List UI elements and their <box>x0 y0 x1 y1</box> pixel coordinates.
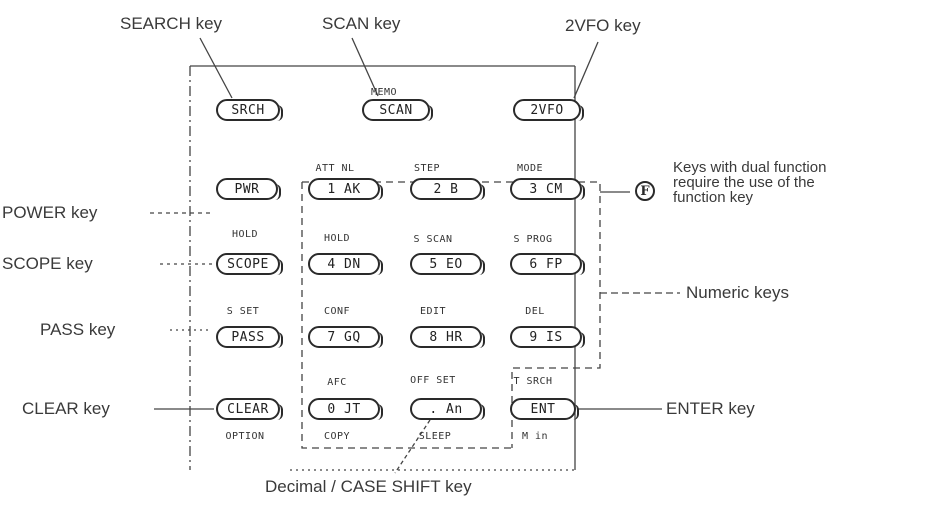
off-set-label: OFF SET <box>410 375 456 386</box>
conf-label: CONF <box>323 306 351 317</box>
afc-label: AFC <box>327 377 347 388</box>
decimal-key[interactable]: . An <box>410 398 485 420</box>
m-in-label: M in <box>521 431 549 442</box>
decimal-key-callout: Decimal / CASE SHIFT key <box>265 477 472 496</box>
s-scan-label: S SCAN <box>413 234 453 245</box>
function-key-icon: F <box>635 181 655 201</box>
step-label: STEP <box>413 163 441 174</box>
search-key-callout: SEARCH key <box>120 14 223 33</box>
num-5-key[interactable]: 5 EO <box>410 253 485 275</box>
num-6-key[interactable]: 6 FP <box>510 253 585 275</box>
note-line-1: Keys with dual function <box>673 159 827 176</box>
scan-key-callout: SCAN key <box>322 14 401 33</box>
att-nl-label: ATT NL <box>315 163 355 174</box>
pass-key[interactable]: PASS <box>216 326 283 348</box>
2vfo-key[interactable]: 2VFO <box>513 99 584 121</box>
pass-key-callout: PASS key <box>40 320 116 339</box>
scope-key[interactable]: SCOPE <box>216 253 283 275</box>
scope-key-callout: SCOPE key <box>2 254 93 273</box>
s-prog-label: S PROG <box>513 234 553 245</box>
clear-key-callout: CLEAR key <box>22 399 110 418</box>
note-line-3: function key <box>673 189 754 206</box>
clear-key[interactable]: CLEAR <box>216 398 283 420</box>
note-line-2: require the use of the <box>673 174 815 191</box>
hold-label: HOLD <box>323 233 351 244</box>
num-8-key[interactable]: 8 HR <box>410 326 485 348</box>
vfo-key-callout: 2VFO key <box>565 16 641 35</box>
num-4-key[interactable]: 4 DN <box>308 253 383 275</box>
copy-label: COPY <box>323 431 351 442</box>
sleep-label: SLEEP <box>418 431 452 442</box>
num-3-key[interactable]: 3 CM <box>510 178 585 200</box>
scan-key[interactable]: SCAN <box>362 99 433 121</box>
memo-label: MEMO <box>370 87 398 98</box>
t-srch-label: T SRCH <box>513 376 553 387</box>
mode-label: MODE <box>516 163 544 174</box>
pwr-key[interactable]: PWR <box>216 178 281 200</box>
dual-function-note: Keys with dual function require the use … <box>673 160 826 205</box>
numeric-keys-callout: Numeric keys <box>686 283 789 302</box>
srch-key[interactable]: SRCH <box>216 99 283 121</box>
power-key-callout: POWER key <box>2 203 98 222</box>
num-2-key[interactable]: 2 B <box>410 178 485 200</box>
num-9-key[interactable]: 9 IS <box>510 326 585 348</box>
del-label: DEL <box>525 306 545 317</box>
num-7-key[interactable]: 7 GQ <box>308 326 383 348</box>
ent-key[interactable]: ENT <box>510 398 579 420</box>
edit-label: EDIT <box>419 306 447 317</box>
num-0-key[interactable]: 0 JT <box>308 398 383 420</box>
s-set-label: S SET <box>226 306 260 317</box>
num-1-key[interactable]: 1 AK <box>308 178 383 200</box>
enter-key-callout: ENTER key <box>666 399 755 418</box>
option-label: OPTION <box>225 431 265 442</box>
hold-left-label: HOLD <box>231 229 259 240</box>
